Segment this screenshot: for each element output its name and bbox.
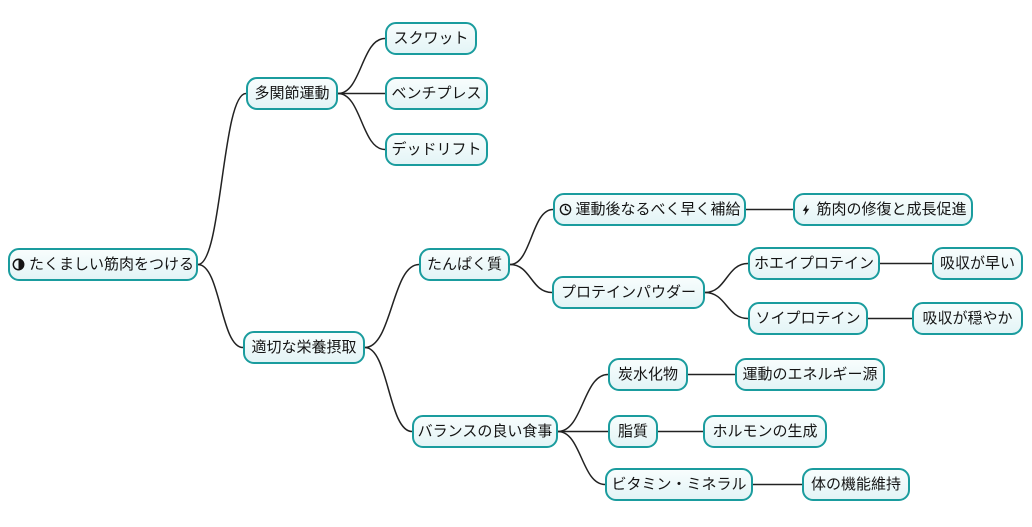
- mindmap-node-vitamins-minerals[interactable]: ビタミン・ミネラル: [605, 468, 753, 501]
- edge-powder-soy: [704, 291, 749, 320]
- node-label: ソイプロテイン: [755, 310, 861, 327]
- mindmap-node-muscle-repair-growth[interactable]: 筋肉の修復と成長促進: [793, 193, 973, 226]
- mindmap-node-protein-powder[interactable]: プロテインパウダー: [552, 276, 705, 309]
- node-label: デッドリフト: [391, 141, 482, 158]
- mindmap-node-squat[interactable]: スクワット: [385, 22, 477, 55]
- edge-nutrition-balanced: [364, 346, 413, 433]
- edge-powder-whey: [704, 262, 749, 294]
- node-label: たんぱく質: [426, 256, 502, 273]
- mindmap-node-whey-protein[interactable]: ホエイプロテイン: [748, 247, 880, 280]
- node-label: 体の機能維持: [810, 476, 901, 493]
- node-label: 炭水化物: [617, 366, 678, 383]
- mindmap-node-bench-press[interactable]: ベンチプレス: [385, 77, 488, 110]
- node-label: たくましい筋肉をつける: [28, 256, 194, 273]
- mindmap-node-slow-absorption[interactable]: 吸収が穏やか: [912, 302, 1023, 335]
- mindmap-node-deadlift[interactable]: デッドリフト: [385, 133, 488, 166]
- node-label: 運動のエネルギー源: [742, 366, 878, 383]
- node-label: 吸収が穏やか: [922, 310, 1013, 327]
- node-label: 適切な栄養摂取: [251, 339, 357, 356]
- edge-balanced-carbs: [557, 373, 609, 433]
- edge-balanced-vitamins: [557, 430, 606, 486]
- mindmap-node-root[interactable]: たくましい筋肉をつける: [8, 248, 198, 281]
- mindmap-node-body-function[interactable]: 体の機能維持: [802, 468, 910, 501]
- mindmap-node-nutrition[interactable]: 適切な栄養摂取: [243, 331, 365, 364]
- mindmap-node-fast-absorption[interactable]: 吸収が早い: [932, 247, 1023, 280]
- mindmap-node-balanced-diet[interactable]: バランスの良い食事: [412, 415, 558, 448]
- mindmap-node-carbohydrates[interactable]: 炭水化物: [608, 358, 688, 391]
- node-label: プロテインパウダー: [560, 284, 696, 301]
- node-label: ベンチプレス: [391, 85, 482, 102]
- mindmap-node-soy-protein[interactable]: ソイプロテイン: [748, 302, 868, 335]
- node-label: 吸収が早い: [939, 255, 1015, 272]
- edge-root-nutrition: [197, 263, 244, 349]
- mindmap-node-fat[interactable]: 脂質: [608, 415, 658, 448]
- node-label: 筋肉の修復と成長促進: [816, 201, 967, 218]
- node-label: 運動後なるべく早く補給: [575, 201, 741, 218]
- mindmap-node-protein[interactable]: たんぱく質: [419, 248, 510, 281]
- edge-root-multi-joint: [197, 92, 247, 266]
- node-label: ホルモンの生成: [712, 423, 818, 440]
- node-label: 脂質: [617, 423, 648, 440]
- edge-protein-powder: [509, 263, 553, 294]
- clock-icon: [12, 258, 26, 272]
- node-label: バランスの良い食事: [417, 423, 553, 440]
- edge-multi-joint-squat: [337, 37, 386, 95]
- edge-protein-timing: [509, 208, 554, 266]
- mindmap-node-energy-source[interactable]: 運動のエネルギー源: [735, 358, 885, 391]
- mindmap-node-hormone-production[interactable]: ホルモンの生成: [703, 415, 827, 448]
- clock-face-icon: [558, 203, 572, 217]
- node-label: スクワット: [393, 30, 469, 47]
- mindmap-node-multi-joint-exercise[interactable]: 多関節運動: [246, 77, 338, 110]
- node-label: ビタミン・ミネラル: [611, 476, 747, 493]
- mindmap-node-post-workout-timing[interactable]: 運動後なるべく早く補給: [553, 193, 746, 226]
- node-label: ホエイプロテイン: [753, 255, 874, 272]
- edge-multi-joint-deadlift: [337, 92, 386, 151]
- bolt-icon: [799, 203, 813, 217]
- node-label: 多関節運動: [254, 85, 330, 102]
- edge-nutrition-protein: [364, 263, 420, 349]
